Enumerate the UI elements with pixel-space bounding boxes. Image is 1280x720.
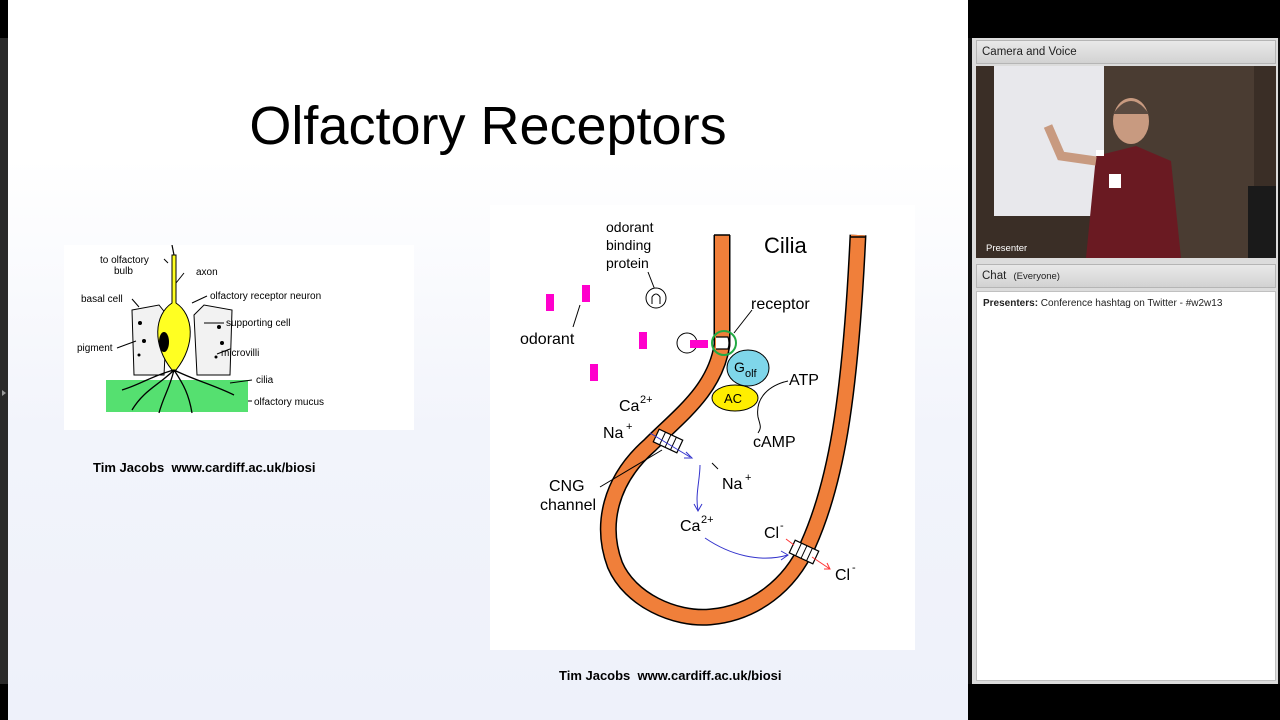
svg-text:G: G bbox=[734, 359, 745, 375]
label-na-left: Na bbox=[603, 425, 624, 442]
svg-text:2+: 2+ bbox=[640, 394, 653, 406]
label-ca-top: Ca bbox=[619, 398, 640, 415]
camera-pod-title: Camera and Voice bbox=[982, 46, 1077, 58]
label-receptor: receptor bbox=[751, 296, 810, 313]
odorant-molecule bbox=[590, 364, 598, 381]
video-frame bbox=[976, 66, 1276, 258]
odorant-binding-protein-icon bbox=[645, 287, 667, 309]
label-camp: cAMP bbox=[753, 434, 796, 451]
label-bulb: bulb bbox=[114, 266, 133, 277]
label-basal-cell: basal cell bbox=[81, 294, 123, 305]
label-to-olfactory: to olfactory bbox=[100, 255, 149, 266]
cilia-transduction-diagram: odorant binding protein Cilia receptor o… bbox=[490, 205, 915, 650]
label-cl-out: Cl bbox=[835, 567, 850, 584]
label-microvilli: microvilli bbox=[221, 348, 259, 359]
label-supporting-cell: supporting cell bbox=[226, 318, 290, 329]
chat-text: Conference hashtag on Twitter - #w2w13 bbox=[1038, 298, 1223, 309]
credit-right: Tim Jacobs www.cardiff.ac.uk/biosi bbox=[559, 668, 782, 683]
expand-arrow-icon[interactable] bbox=[2, 390, 6, 396]
label-cng: CNG bbox=[549, 478, 585, 495]
label-olfactory-mucus: olfactory mucus bbox=[254, 397, 324, 408]
label-cilia: cilia bbox=[256, 375, 274, 386]
svg-text:olf: olf bbox=[745, 368, 758, 380]
olfactory-epithelium-diagram: to olfactory bulb axon basal cell olfact… bbox=[64, 245, 414, 430]
supporting-cell-right bbox=[193, 304, 233, 376]
panel-bottom-spacer bbox=[968, 684, 1280, 720]
panel-top-spacer bbox=[968, 0, 1280, 38]
adenylyl-cyclase: AC bbox=[711, 384, 759, 412]
label-cl-in: Cl bbox=[764, 525, 779, 542]
panel-body: Camera and Voice Presenter Chat (Everyon… bbox=[972, 38, 1278, 684]
camera-pod-header[interactable]: Camera and Voice bbox=[976, 40, 1276, 64]
chat-history[interactable]: Presenters: Conference hashtag on Twitte… bbox=[976, 291, 1276, 681]
slide-nav-strip[interactable] bbox=[0, 38, 8, 684]
label-na-right: Na bbox=[722, 476, 743, 493]
svg-text:2+: 2+ bbox=[701, 514, 714, 526]
odorant-molecule bbox=[690, 340, 708, 348]
meeting-side-panel: Camera and Voice Presenter Chat (Everyon… bbox=[968, 0, 1280, 720]
label-binding: binding bbox=[606, 237, 651, 253]
label-olfactory-receptor-neuron: olfactory receptor neuron bbox=[210, 291, 321, 302]
label-pigment: pigment bbox=[77, 343, 113, 354]
chloride-channel-icon bbox=[788, 539, 820, 565]
chat-pod-header[interactable]: Chat (Everyone) bbox=[976, 264, 1276, 288]
g-olf-protein: G olf bbox=[726, 349, 770, 387]
svg-text:+: + bbox=[745, 472, 751, 484]
credit-left: Tim Jacobs www.cardiff.ac.uk/biosi bbox=[93, 460, 316, 475]
svg-text:AC: AC bbox=[724, 391, 742, 406]
cng-channel-icon bbox=[652, 428, 684, 454]
svg-text:-: - bbox=[852, 562, 856, 574]
presenter-label: Presenter bbox=[986, 243, 1028, 254]
odorant-molecule bbox=[582, 285, 590, 302]
label-odorant-binding: odorant bbox=[606, 219, 654, 235]
svg-text:+: + bbox=[626, 421, 632, 433]
label-axon: axon bbox=[196, 267, 218, 278]
label-atp: ATP bbox=[789, 372, 819, 389]
chat-message: Presenters: Conference hashtag on Twitte… bbox=[983, 298, 1222, 309]
label-cilia-title: Cilia bbox=[764, 233, 808, 258]
presenter-video[interactable]: Presenter bbox=[976, 66, 1276, 258]
slide: Olfactory Receptors to olfactory bulb ax… bbox=[8, 0, 968, 720]
chat-scope[interactable]: (Everyone) bbox=[1013, 271, 1060, 282]
chat-sender: Presenters: bbox=[983, 298, 1039, 309]
label-odorant: odorant bbox=[520, 331, 575, 348]
receptor-icon bbox=[711, 330, 737, 356]
chat-pod-title: Chat bbox=[982, 270, 1007, 282]
svg-text:-: - bbox=[780, 520, 784, 532]
label-channel: channel bbox=[540, 497, 596, 514]
label-protein: protein bbox=[606, 255, 649, 271]
odorant-molecule bbox=[639, 332, 647, 349]
slide-title: Olfactory Receptors bbox=[249, 96, 727, 156]
label-ca-mid: Ca bbox=[680, 518, 701, 535]
olfactory-mucus-band bbox=[106, 380, 248, 412]
odorant-molecule bbox=[546, 294, 554, 311]
